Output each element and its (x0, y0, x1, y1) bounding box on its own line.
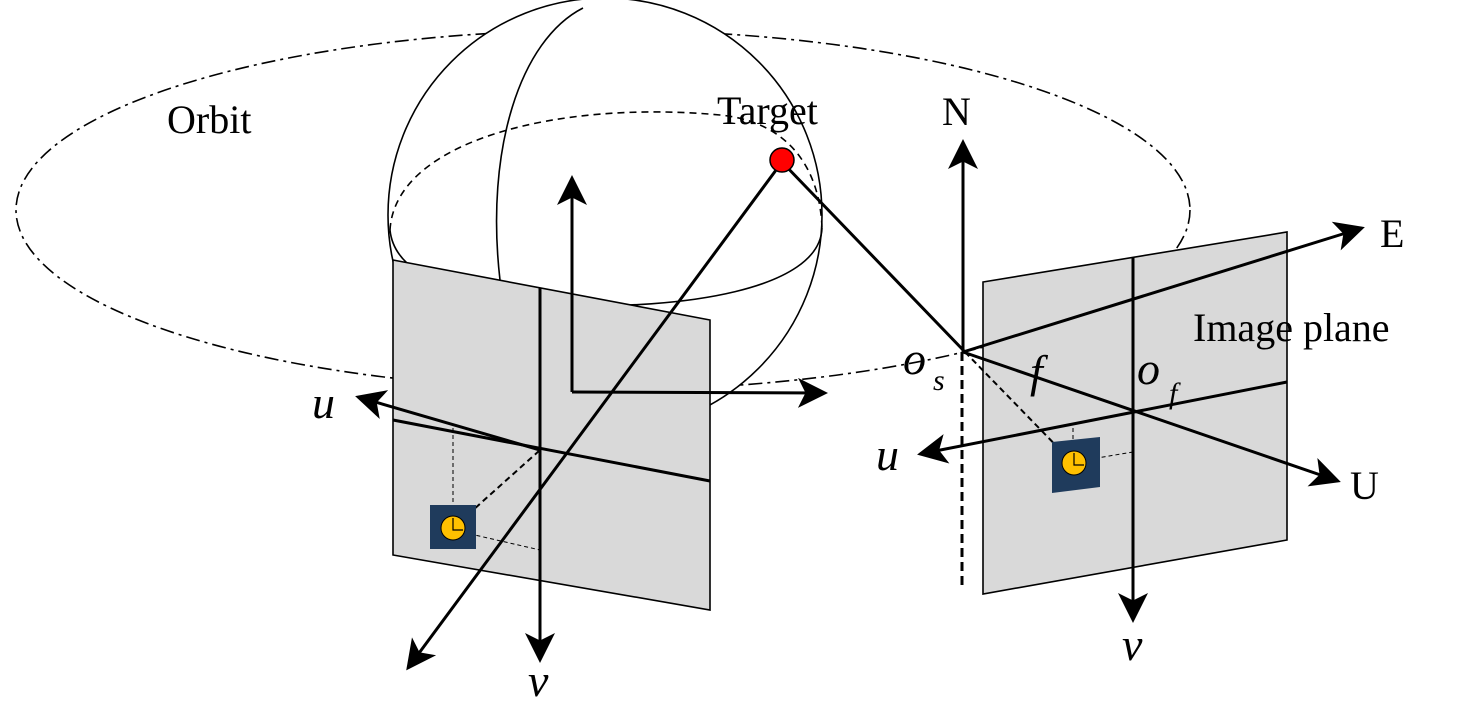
target-to-camera-line (780, 160, 967, 354)
left-v-label: v (528, 655, 549, 706)
left-right-arrow (571, 377, 828, 408)
north-label: N (942, 89, 971, 134)
left-image-plane (392, 259, 711, 611)
orbit-label: Orbit (167, 97, 251, 142)
east-label: E (1380, 211, 1404, 256)
left-u-arrow (355, 390, 541, 452)
left-plane-horizontal-axis (392, 418, 711, 483)
sphere-equator-back (389, 111, 823, 231)
target-label: Target (717, 88, 818, 133)
up-arrow (962, 350, 1341, 487)
east-arrow (962, 221, 1365, 354)
os-label: o (903, 333, 926, 384)
right-u-label: u (876, 429, 899, 480)
target-point (769, 147, 795, 173)
of-label: o (1137, 343, 1160, 394)
os-subscript: s (933, 364, 945, 397)
right-pixel-corner-mark (1073, 453, 1084, 466)
right-pixel-dashed-ray (964, 351, 1074, 464)
left-pixel-corner-mark (452, 518, 463, 531)
up-label: U (1350, 463, 1379, 508)
right-plane-horizontal-axis (917, 380, 1288, 464)
image-plane-label: Image plane (1193, 305, 1390, 350)
left-line-of-sight (406, 161, 784, 671)
left-u-label: u (312, 377, 335, 428)
right-v-label: v (1122, 619, 1143, 670)
